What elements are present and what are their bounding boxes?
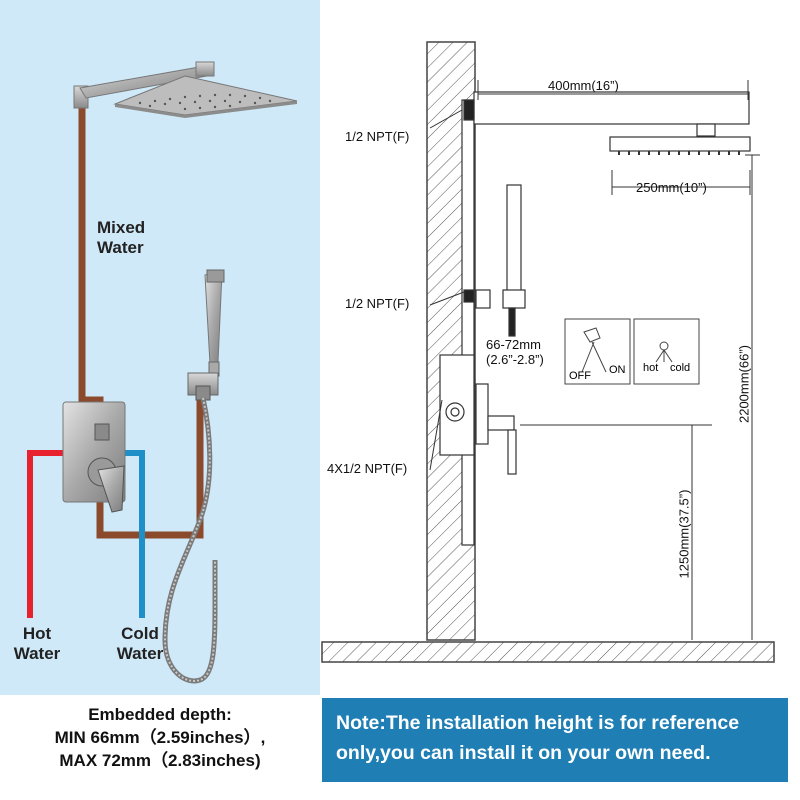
legend-cold: cold xyxy=(670,362,691,374)
depth-in-label: (2.6”-2.8”) xyxy=(486,352,544,367)
embedded-depth-max: MAX 72mm（2.83inches) xyxy=(59,751,261,770)
legend-hot: hot xyxy=(643,362,659,374)
embedded-depth-min: MIN 66mm（2.59inches）, xyxy=(54,728,266,747)
cold-water-pipe xyxy=(118,450,145,618)
note-box xyxy=(322,698,788,782)
legend-on: ON xyxy=(609,364,626,376)
mixing-valve xyxy=(62,401,126,513)
npt-top-label: 1/2 NPT(F) xyxy=(345,129,410,144)
depth-mm-label: 66-72mm xyxy=(486,337,541,352)
floor xyxy=(321,641,775,663)
legend-off: OFF xyxy=(569,370,591,382)
embedded-depth-text: Embedded depth: MIN 66mm（2.59inches）, MA… xyxy=(0,703,320,772)
plumbing-lines xyxy=(439,91,750,546)
head-height-label: 2200mm(66”) xyxy=(736,344,752,424)
arm-length-label: 400mm(16”) xyxy=(548,78,619,93)
embedded-depth-panel xyxy=(0,695,320,800)
rain-shower-head xyxy=(73,61,298,118)
installation-note: Note:The installation height is for refe… xyxy=(336,712,740,764)
hose xyxy=(162,397,218,684)
control-legend-box xyxy=(564,318,700,385)
shower-head-drawing xyxy=(609,136,751,155)
npt-mid-label: 1/2 NPT(F) xyxy=(345,296,410,311)
embedded-depth-title: Embedded depth: xyxy=(88,705,232,724)
plumbing-illustration-panel xyxy=(0,0,320,695)
pipes xyxy=(27,105,204,618)
valve-height-label: 1250mm(37.5”) xyxy=(676,489,692,579)
dimension-lines xyxy=(429,80,760,640)
head-size-label: 250mm(10”) xyxy=(636,180,707,195)
npt-bottom-label: 4X1/2 NPT(F) xyxy=(327,461,408,476)
hand-shower xyxy=(187,269,225,401)
